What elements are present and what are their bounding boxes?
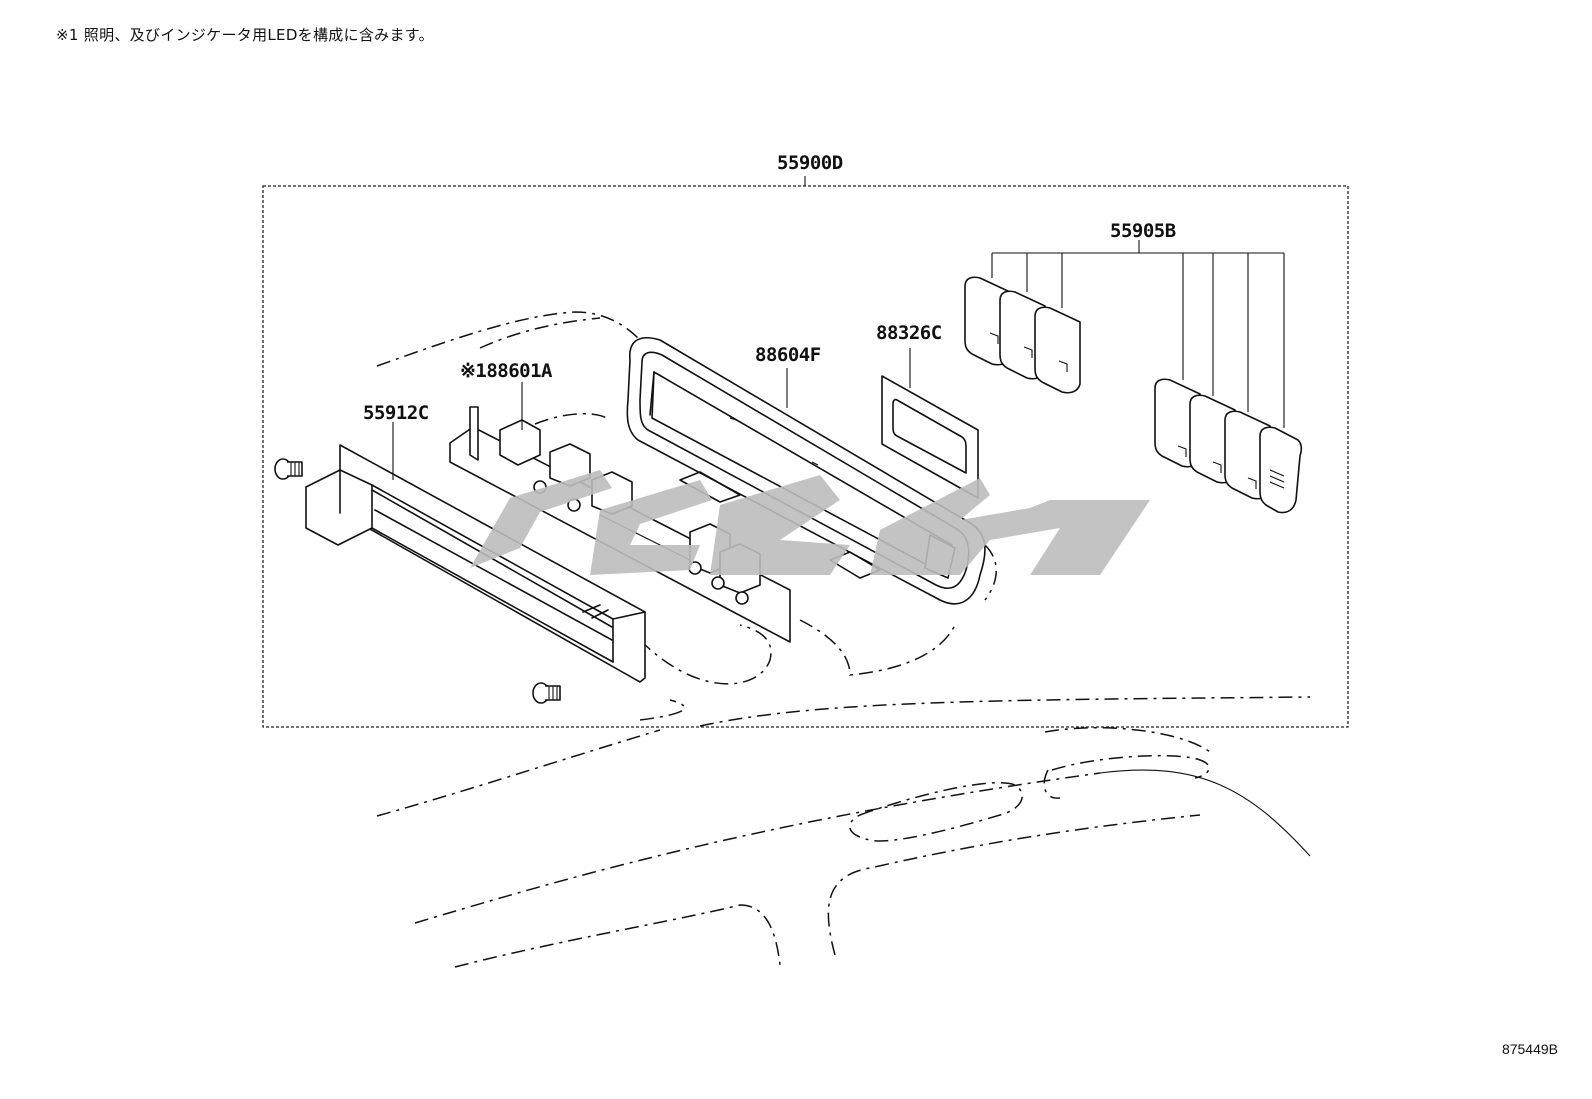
label-bezel: 88604F (755, 344, 821, 366)
leader-lines (392, 240, 1285, 480)
label-circuit: ※188601A (460, 360, 553, 382)
panel-part (881, 375, 979, 499)
label-switch-knobs: 55905B (1110, 220, 1176, 242)
watermark-logo (470, 470, 1150, 575)
vehicle-body-outline (376, 696, 1311, 968)
screw-bottom (532, 682, 561, 704)
screw-top (274, 458, 303, 480)
label-panel: 88326C (876, 322, 942, 344)
footnote-text: ※1 照明、及びインジケータ用LEDを構成に含みます。 (56, 26, 434, 44)
figure-number: 875449B (1501, 1041, 1558, 1057)
label-assembly: 55900D (777, 152, 843, 174)
switch-knobs-part (964, 276, 1303, 514)
label-housing: 55912C (363, 402, 429, 424)
lamp-region-outline (376, 311, 997, 721)
